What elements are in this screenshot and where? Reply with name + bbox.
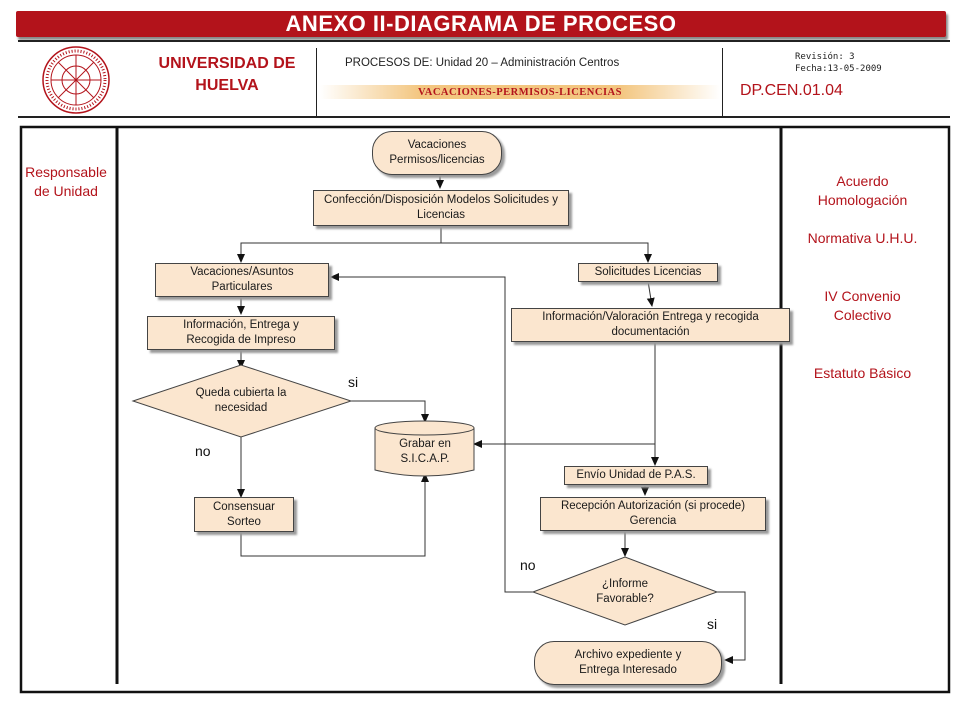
title-bar: ANEXO II-DIAGRAMA DE PROCESO: [16, 11, 946, 37]
reference-1: Acuerdo Homologación: [817, 173, 908, 208]
revision-number: Revisión: 3: [795, 52, 855, 62]
node-envio: Envío Unidad de P.A.S.: [564, 466, 708, 485]
node-info-entrega: Información, Entrega y Recogida de Impre…: [147, 316, 335, 350]
node-solicitudes: Solicitudes Licencias: [578, 263, 718, 282]
node-decision-informe: ¿Informe Favorable?: [596, 578, 654, 605]
subprocess-name: VACACIONES-PERMISOS-LICENCIAS: [320, 85, 720, 99]
header-top-rule: [18, 40, 950, 42]
reference-3: IV Convenio Colectivo: [824, 288, 901, 323]
university-seal-icon: [42, 46, 110, 114]
header-divider-1: [316, 48, 317, 116]
page-title: ANEXO II-DIAGRAMA DE PROCESO: [285, 11, 677, 36]
decision-informe-shape: [531, 556, 719, 626]
reference-2: Normativa U.H.U.: [807, 230, 918, 246]
edge-label-si-necesidad: si: [348, 374, 359, 390]
node-info-valoracion: Información/Valoración Entrega y recogid…: [511, 308, 790, 342]
university-name: UNIVERSIDAD DE HUELVA: [158, 55, 296, 94]
node-decision-necesidad: Queda cubierta la necesidad: [195, 387, 287, 414]
edge-label-no-necesidad: no: [195, 443, 211, 459]
node-grabar: Grabar en S.I.C.A.P.: [399, 438, 451, 465]
process-name: PROCESOS DE: Unidad 20 – Administración …: [345, 57, 620, 69]
header-bottom-rule: [18, 116, 950, 118]
responsible-label: Responsable de Unidad: [25, 164, 107, 199]
edge-label-si-informe: si: [707, 616, 718, 632]
document-code: DP.CEN.01.04: [740, 82, 843, 99]
revision-date: Fecha:13-05-2009: [795, 64, 882, 74]
decision-necesidad-shape: [131, 364, 353, 438]
node-vacaciones: Vacaciones/Asuntos Particulares: [155, 263, 329, 297]
node-start: Vacaciones Permisos/licencias: [372, 131, 502, 175]
node-recepcion: Recepción Autorización (si procede) Gere…: [540, 497, 766, 531]
grabar-cylinder-shape: [374, 428, 475, 477]
node-consensuar: Consensuar Sorteo: [194, 497, 294, 532]
node-confeccion: Confección/Disposición Modelos Solicitud…: [313, 190, 569, 226]
node-archivo: Archivo expediente y Entrega Interesado: [534, 641, 722, 685]
reference-4: Estatuto Básico: [813, 365, 912, 381]
revision-info: Revisión: 3 Fecha:13-05-2009: [795, 51, 882, 75]
edge-label-no-informe: no: [520, 557, 536, 573]
header-divider-2: [722, 48, 723, 116]
